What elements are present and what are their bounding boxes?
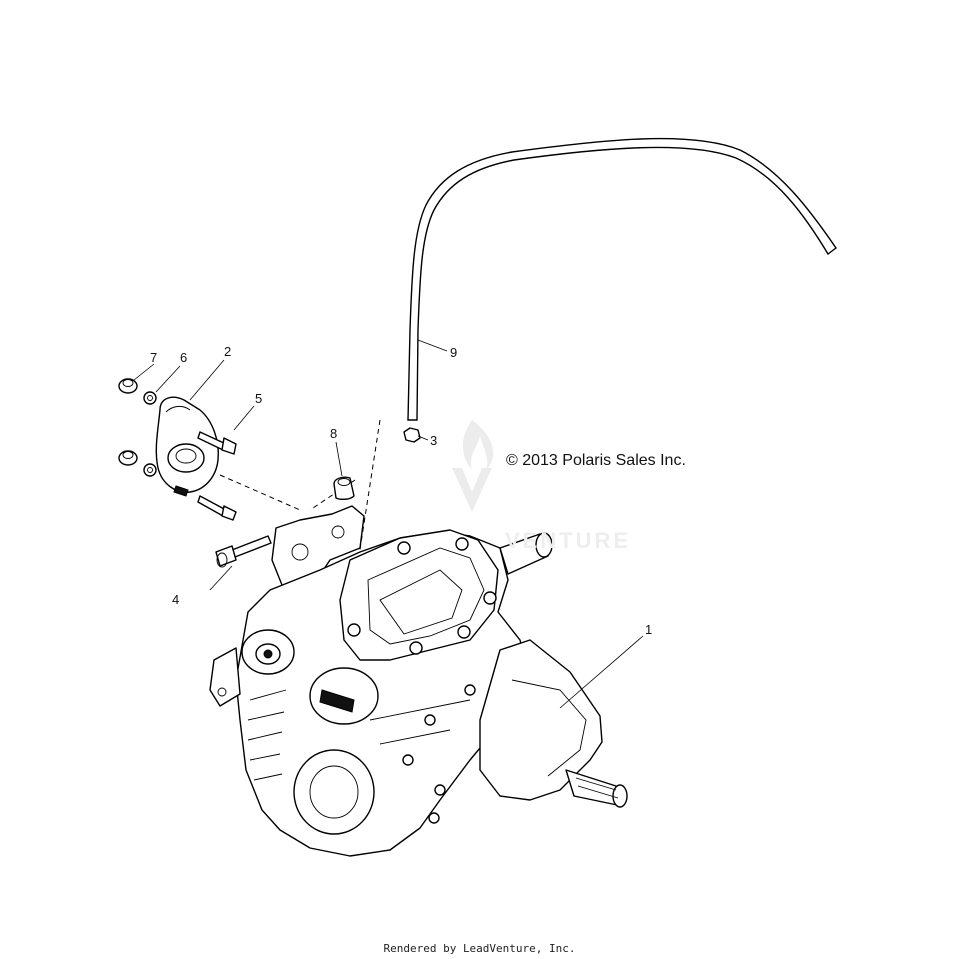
vent-hose[interactable] — [407, 137, 837, 421]
callout-4[interactable]: 4 — [172, 592, 180, 607]
assembly-line — [345, 419, 381, 641]
callout-6[interactable]: 6 — [180, 350, 188, 365]
callout-9[interactable]: 9 — [450, 345, 458, 360]
bolt-upper[interactable] — [197, 431, 237, 455]
washer-upper[interactable] — [143, 391, 157, 405]
mounting-bolt[interactable] — [215, 535, 272, 568]
washer-lower[interactable] — [143, 463, 157, 477]
leader-lines — [133, 339, 644, 709]
hose-fitting[interactable] — [403, 427, 421, 443]
callout-3[interactable]: 3 — [430, 433, 438, 448]
bolt-lower[interactable] — [197, 495, 237, 521]
spacer[interactable] — [333, 476, 355, 501]
speed-sensor-bracket[interactable] — [155, 396, 219, 497]
callout-8[interactable]: 8 — [330, 426, 338, 441]
flame-logo-watermark-icon — [452, 420, 494, 512]
copyright-text: © 2013 Polaris Sales Inc. — [506, 452, 686, 469]
transmission-assembly[interactable] — [209, 505, 628, 857]
nut-lower[interactable] — [118, 450, 138, 466]
footer-credit: Rendered by LeadVenture, Inc. — [383, 942, 576, 955]
callout-2[interactable]: 2 — [224, 344, 232, 359]
nut-upper[interactable] — [118, 378, 138, 394]
callout-5[interactable]: 5 — [255, 391, 263, 406]
callout-7[interactable]: 7 — [150, 350, 158, 365]
watermark-text: VENTURE — [505, 528, 632, 553]
callout-1[interactable]: 1 — [645, 622, 653, 637]
assembly-line — [219, 474, 301, 511]
